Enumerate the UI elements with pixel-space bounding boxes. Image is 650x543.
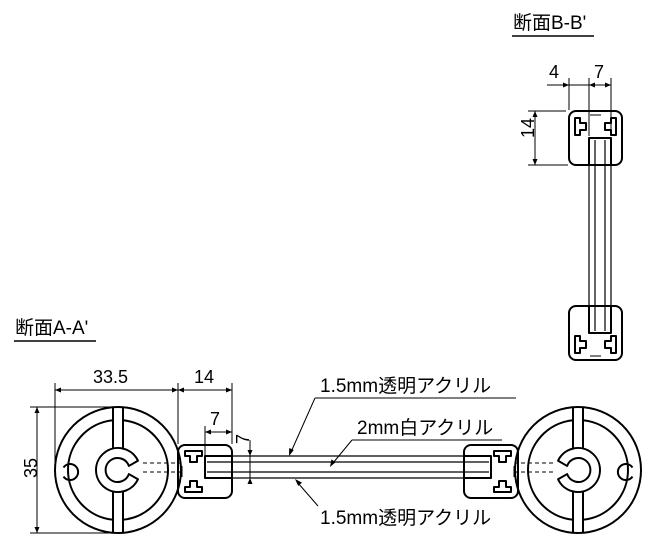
callout-top-transparent-label: 1.5mm透明アクリル [320, 375, 491, 397]
section-a-dim-33-5-label: 33.5 [93, 367, 128, 387]
section-a-title: 断面A-A' [15, 317, 88, 339]
section-a-assembly [55, 407, 641, 533]
section-a-width-dimensions [54, 383, 233, 466]
section-b-assembly [568, 110, 623, 361]
callout-bottom-transparent: 1.5mm透明アクリル [295, 479, 491, 529]
callout-white-label: 2mm白アクリル [357, 417, 493, 439]
section-b-dim-7-label: 7 [594, 62, 604, 82]
section-a-dim-7-width-label: 7 [210, 409, 220, 429]
section-b-acrylic-panels [588, 140, 612, 331]
section-a-left-half [55, 407, 232, 533]
section-a-height-dimension [30, 406, 118, 534]
section-a-dim-14-label: 14 [194, 367, 214, 387]
callout-top-transparent: 1.5mm透明アクリル [289, 375, 516, 456]
section-a-acrylic-panels [207, 455, 489, 479]
callout-bottom-transparent-label: 1.5mm透明アクリル [320, 507, 491, 529]
section-b-dim-14-label: 14 [518, 118, 538, 138]
section-a-slot-height-dimension [247, 440, 253, 484]
section-a-slot-width-dimension [204, 426, 232, 455]
section-a-dim-7-height-label: 7 [233, 434, 253, 444]
section-a-dim-35-label: 35 [21, 458, 41, 478]
section-b-height-dimension [528, 110, 568, 166]
callout-white: 2mm白アクリル [330, 417, 502, 467]
section-b-title: 断面B-B' [513, 12, 586, 34]
section-b-width-dimension [547, 78, 612, 136]
section-b-dim-4-label: 4 [549, 62, 559, 82]
